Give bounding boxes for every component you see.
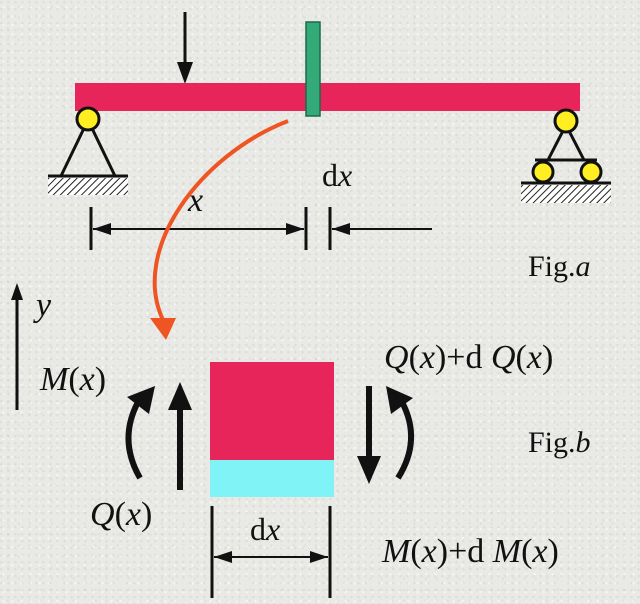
- beam: [75, 83, 580, 111]
- point-load-arrow: [177, 12, 193, 84]
- moment-right-label: M(x)+d M(x): [381, 533, 559, 570]
- y-axis-label: y: [33, 287, 52, 324]
- pin-left: [75, 106, 101, 132]
- zoom-curve-arrow: [150, 119, 289, 340]
- fig-b-label: Fig.b: [528, 426, 591, 459]
- moment-left-arrow: [125, 386, 155, 480]
- roller-right-wheel: [579, 160, 603, 184]
- dimension-dx-bottom: [210, 506, 332, 598]
- roller-left-wheel: [531, 160, 555, 184]
- element-bottom: [210, 460, 334, 497]
- pin-right: [553, 108, 579, 134]
- dimension-x: [89, 207, 308, 250]
- dimension-dx-top: [328, 207, 432, 250]
- pin-support-left: [48, 106, 128, 195]
- element-top: [210, 362, 334, 460]
- dx-label-top: dx: [322, 157, 352, 193]
- moment-right-arrow: [386, 386, 414, 480]
- fig-a-label: Fig.a: [528, 250, 591, 283]
- roller-support-right: [521, 108, 611, 203]
- shear-right-arrow: [357, 386, 381, 484]
- element-marker: [305, 21, 321, 117]
- shear-right-label: Q(x)+d Q(x): [384, 339, 553, 376]
- shear-left-arrow: [168, 382, 192, 490]
- moment-left-label: M(x): [39, 361, 106, 398]
- shear-left-label: Q(x): [90, 496, 152, 533]
- dx-label-bottom: dx: [250, 511, 280, 547]
- y-axis-arrow: [11, 283, 23, 410]
